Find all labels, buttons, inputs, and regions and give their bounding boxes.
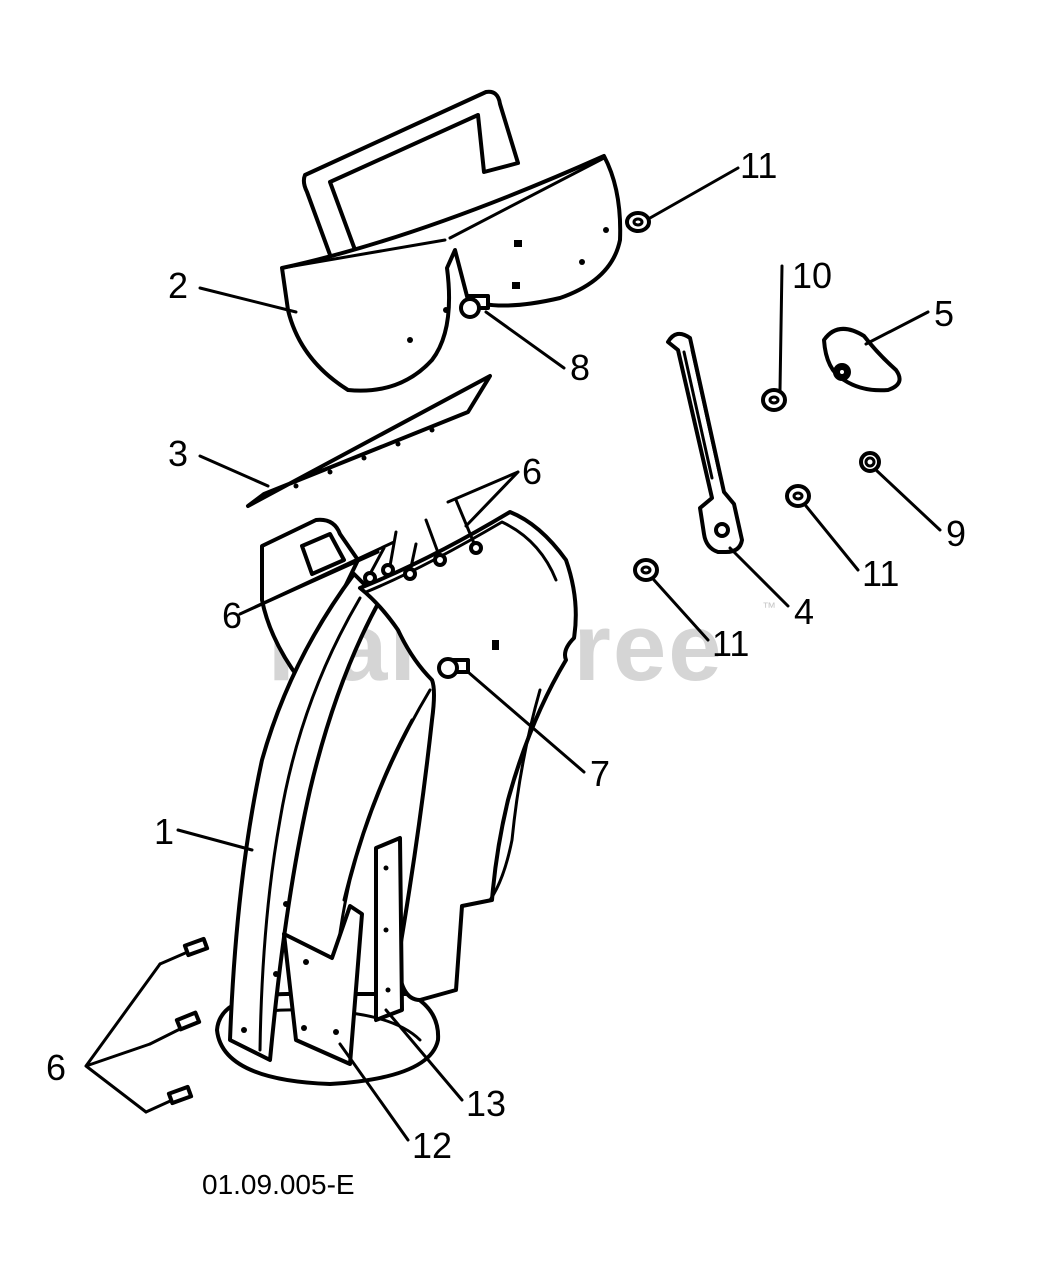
callout-8: 8	[570, 347, 590, 388]
callout-11-top: 11	[740, 145, 777, 186]
drawing-code: 01.09.005-E	[202, 1169, 355, 1200]
callout-11-low: 11	[712, 623, 749, 664]
part-3-blade-strip	[246, 374, 492, 508]
callout-10: 10	[792, 255, 832, 296]
part-6-rivets-lower	[144, 936, 210, 1114]
callout-6-upper-right: 6	[522, 451, 542, 492]
part-1-chute-body	[215, 498, 578, 1086]
callout-9: 9	[946, 513, 966, 554]
callout-5: 5	[934, 293, 954, 334]
leader-lines	[84, 166, 942, 1142]
washers-and-nut	[625, 211, 881, 582]
callout-7: 7	[590, 753, 610, 794]
watermark-trademark: ™	[762, 599, 776, 615]
callout-12: 12	[412, 1125, 452, 1166]
callout-4: 4	[794, 591, 814, 632]
part-12-liner-plate	[282, 904, 364, 1066]
part-13-strip	[374, 836, 404, 1022]
callout-6-lower: 6	[46, 1047, 66, 1088]
callout-13: 13	[466, 1083, 506, 1124]
callout-11-mid: 11	[862, 553, 899, 594]
callout-6-upper-left: 6	[222, 595, 242, 636]
part-5-knob	[822, 327, 902, 393]
part-4-slotted-bracket	[666, 331, 744, 554]
callout-1: 1	[154, 811, 174, 852]
callout-labels: 11 2 8 10 5 3 6 9 11 6 4 11 7 1 6 13 12	[46, 145, 966, 1166]
part-2-deflector-hood	[280, 89, 623, 393]
callout-2: 2	[168, 265, 188, 306]
callout-3: 3	[168, 433, 188, 474]
